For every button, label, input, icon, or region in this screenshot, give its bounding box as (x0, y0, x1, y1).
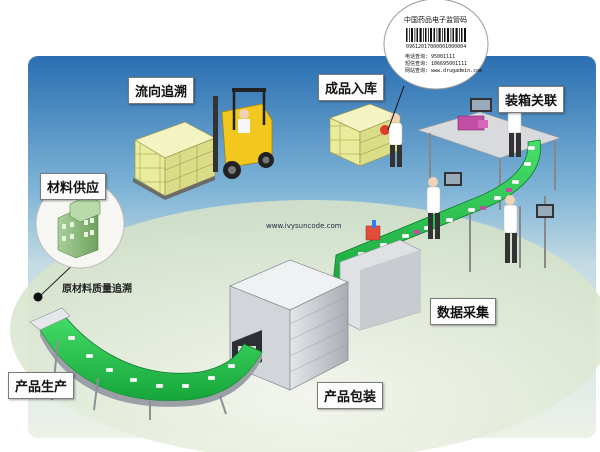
label-product-production: 产品生产 (8, 372, 75, 399)
worker-warehouse (388, 113, 403, 167)
code-card-line-phone: 电话查询: 95001111 (405, 54, 456, 60)
data-collection-station (339, 172, 554, 331)
label-warehouse-in: 成品入库 (318, 74, 385, 101)
label-flow-trace: 流向追溯 (128, 77, 195, 104)
worker-scan-1 (426, 177, 441, 239)
code-card-line-sms: 短信查询: 106695001111 (405, 61, 468, 67)
code-card-title: 中国药品电子监管码 (404, 16, 467, 24)
code-card-callout (383, 0, 489, 131)
website-text: www.ivysuncode.com (266, 222, 342, 230)
production-conveyor (29, 307, 263, 420)
barcode-icon (406, 28, 466, 42)
material-supply-callout (33, 179, 125, 302)
label-case-link: 装箱关联 (498, 86, 565, 113)
label-raw-material-trace: 原材料质量追溯 (62, 284, 132, 295)
code-card-number: 09612017000001000004 (406, 44, 467, 50)
forklift-pallets (133, 121, 216, 200)
forklift (213, 88, 274, 179)
label-product-packaging: 产品包装 (317, 382, 384, 409)
label-material-supply: 材料供应 (40, 173, 107, 200)
code-card-line-web: 网站查询: www.drugadmin.com (405, 68, 483, 74)
label-data-collection: 数据采集 (430, 298, 497, 325)
case-packing-station (417, 98, 561, 210)
worker-scan-2 (503, 195, 518, 263)
